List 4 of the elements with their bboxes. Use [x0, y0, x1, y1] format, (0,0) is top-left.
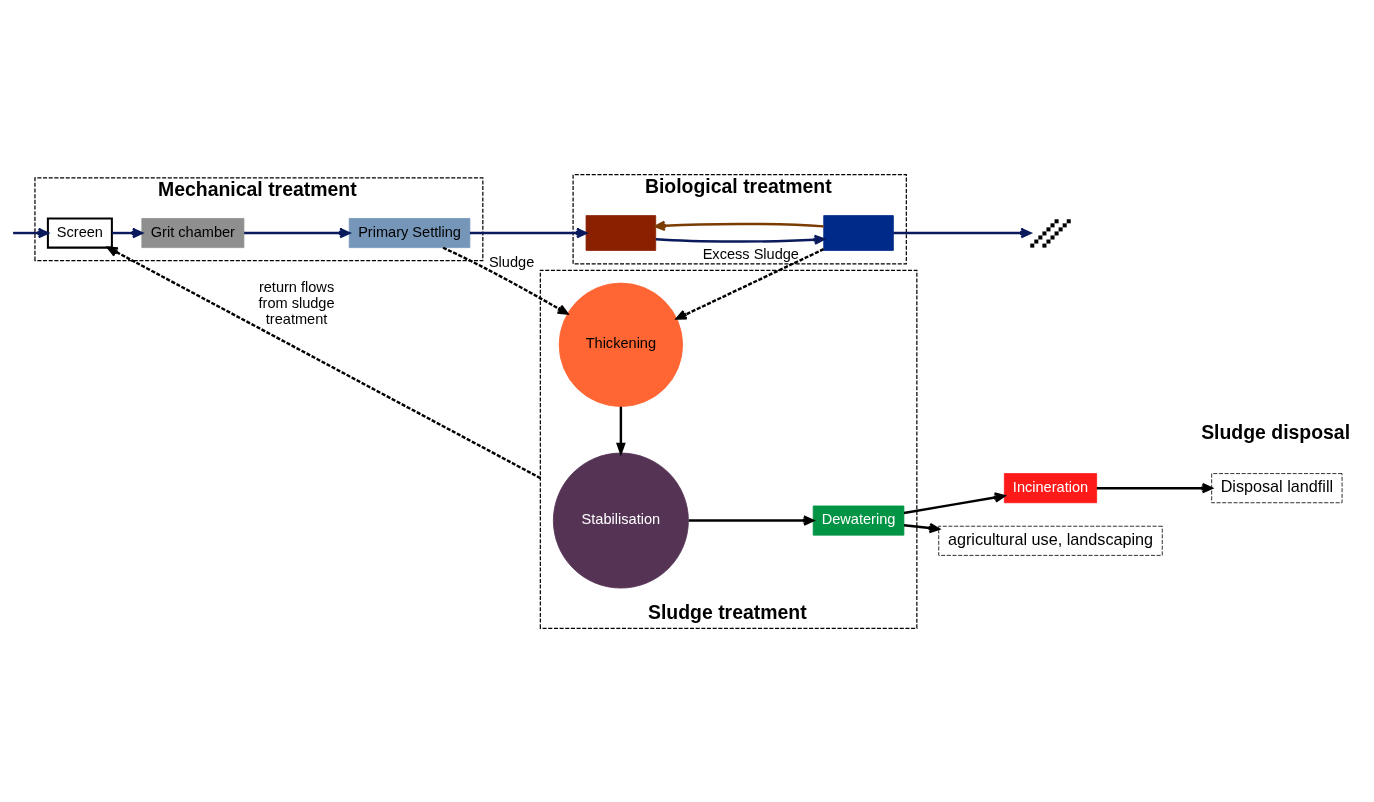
- label: Sludge disposal: [1201, 420, 1351, 443]
- edge-label: Sludge: [488, 253, 535, 270]
- edge-label: Excess Sludge: [702, 245, 799, 262]
- edge-label: return flows from sludge treatment: [258, 278, 335, 327]
